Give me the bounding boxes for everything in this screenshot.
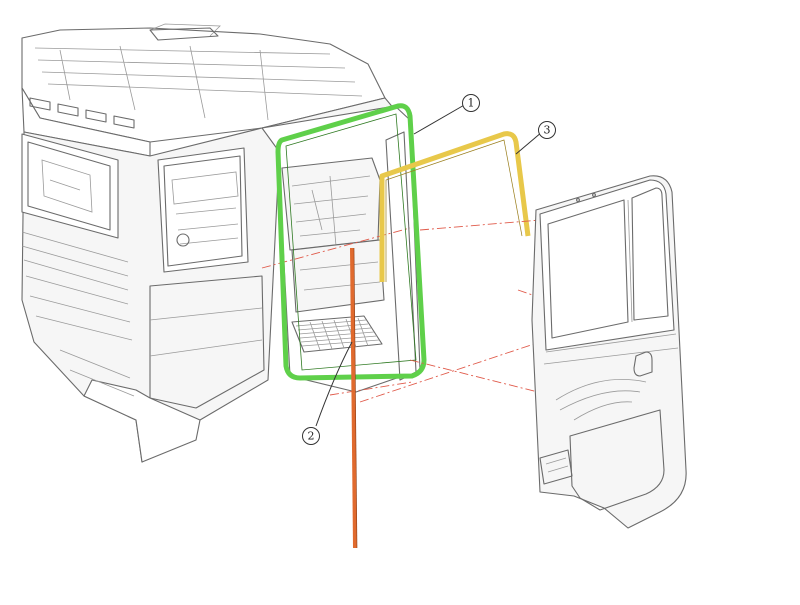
front-window: [27, 141, 111, 231]
callout-circle-1: [462, 94, 480, 112]
door-inner-panel: [569, 409, 665, 511]
callout-circle-2: [302, 427, 320, 445]
callout-label-1: 1: [468, 97, 475, 110]
door-rivet: [592, 193, 596, 197]
door-window-divider: [627, 199, 633, 323]
cab-front-top: [21, 87, 151, 157]
rear-window-frame: [157, 147, 249, 273]
door-handle-detail: [545, 457, 569, 473]
callout-2: 2: [302, 341, 353, 445]
door-frame-seal: [275, 103, 427, 381]
callout-label-3: 3: [544, 124, 551, 137]
callout-circle-3: [538, 121, 556, 139]
hinge-centerline-1: [261, 227, 411, 269]
door-top-seal: [379, 131, 531, 282]
door-rivet: [576, 198, 580, 202]
seat-lines: [299, 261, 381, 291]
interior-dash: [281, 157, 381, 251]
door-window-pane: [547, 199, 629, 339]
lower-side-crease: [149, 307, 263, 357]
front-vents: [29, 97, 135, 129]
interior-seat: [291, 239, 385, 313]
leader-line-2: [315, 341, 353, 427]
front-window-detail: [41, 159, 93, 213]
vertical-seal-strip-edge: [353, 247, 358, 549]
interior-knob: [176, 233, 190, 247]
callout-1: 1: [413, 94, 480, 135]
step-arch: [83, 379, 201, 463]
roof-hatch: [149, 27, 219, 41]
body-lines: [21, 231, 133, 341]
door-lock-icon: [633, 351, 653, 377]
door-centerline-3: [409, 359, 539, 393]
dash-details: [291, 175, 371, 247]
interior-bunk: [171, 171, 239, 245]
hinge-centerline-2: [329, 381, 413, 396]
door-window-frame: [539, 179, 675, 351]
rear-window: [163, 155, 243, 267]
door-centerline-4: [359, 341, 541, 403]
leader-line-1: [413, 103, 467, 135]
callout-3: 3: [515, 121, 556, 155]
truck-cab: [21, 23, 396, 463]
door-swoosh: [555, 379, 647, 421]
door-frame-seal-inner: [285, 113, 417, 371]
arch-lines: [59, 349, 135, 397]
cab-door: [359, 175, 687, 529]
door-handle-icon: [539, 449, 573, 485]
leader-line-3: [515, 131, 543, 155]
callout-label-2: 2: [308, 430, 315, 443]
vertical-seal-strip: [350, 247, 357, 549]
door-belt-line: [543, 333, 679, 365]
door-vent-window: [631, 187, 669, 321]
door-top-seal-edge: [385, 139, 523, 282]
door-centerline-1: [419, 219, 541, 231]
roof-ribs: [34, 23, 363, 121]
front-window-frame: [21, 133, 119, 239]
lower-side-panel: [149, 275, 265, 409]
